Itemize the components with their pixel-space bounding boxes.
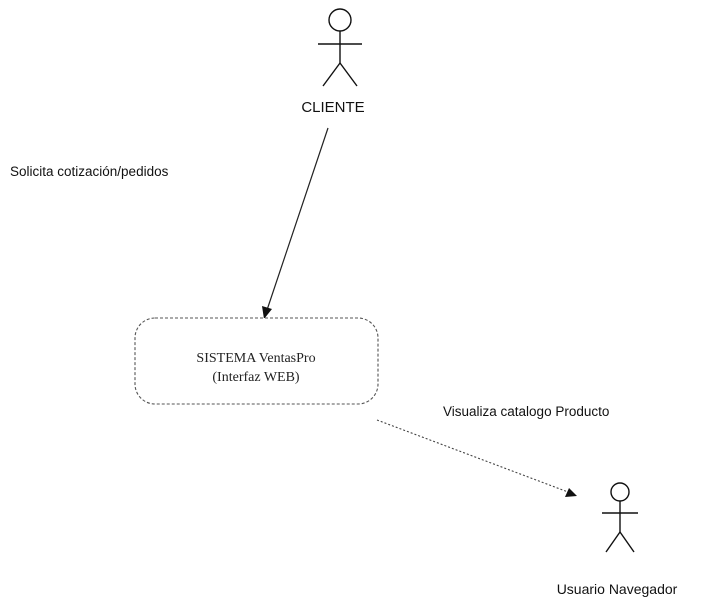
system-box: SISTEMA VentasPro (Interfaz WEB) xyxy=(134,317,379,405)
arrowhead-icon xyxy=(262,306,272,319)
system-name-label: SISTEMA VentasPro xyxy=(196,351,315,366)
cliente-to-system-connector xyxy=(262,127,329,319)
cliente-actor: CLIENTE xyxy=(301,8,365,116)
system-interface-label: (Interfaz WEB) xyxy=(212,370,300,385)
system-to-usuario-connector xyxy=(376,419,577,497)
stick-figure-actor-icon xyxy=(602,482,638,553)
usuario-navegador-actor: Usuario Navegador xyxy=(557,482,678,597)
cliente-label: CLIENTE xyxy=(301,99,364,116)
request-quote-label: Solicita cotización/pedidos xyxy=(10,164,169,179)
stick-figure-actor-icon xyxy=(318,8,362,87)
view-catalog-label: Visualiza catalogo Producto xyxy=(443,404,609,419)
usuario-navegador-label: Usuario Navegador xyxy=(557,581,678,597)
arrowhead-icon xyxy=(565,488,577,497)
